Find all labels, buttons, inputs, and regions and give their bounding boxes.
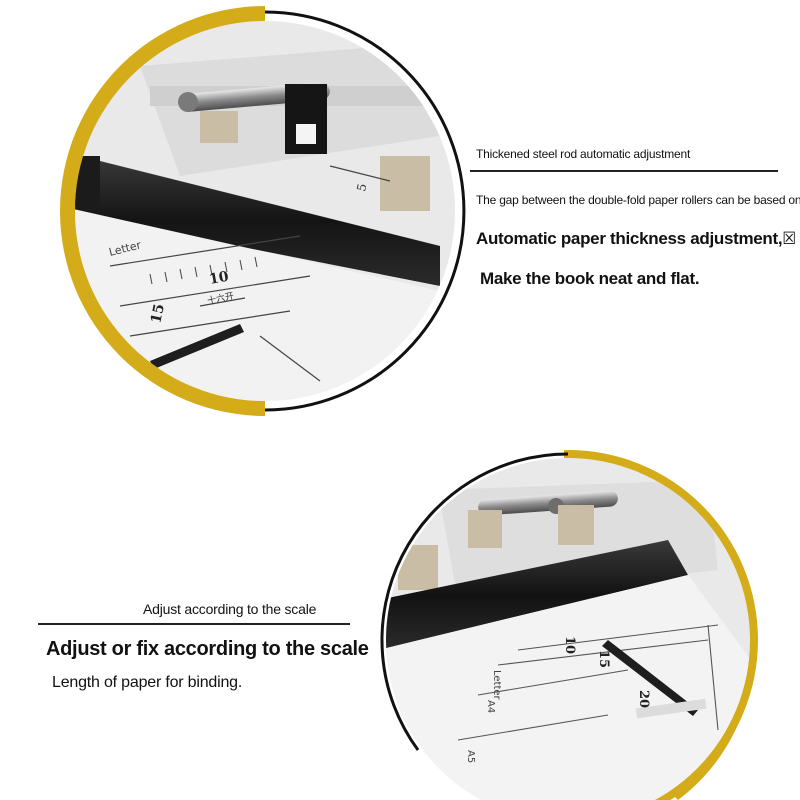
scale-label-20: 20 xyxy=(636,690,651,708)
scale-label-15: 15 xyxy=(596,650,611,668)
scale-label-a4: A4 xyxy=(485,700,496,713)
top-line-2: Automatic paper thickness adjustment,☒ xyxy=(476,229,796,248)
scale-label-10: 10 xyxy=(562,636,577,654)
top-line-3: Make the book neat and flat. xyxy=(480,269,700,288)
bottom-line-1: Adjust or fix according to the scale xyxy=(46,638,369,660)
scale-label-10: 10 xyxy=(208,269,230,288)
top-heading: Thickened steel rod automatic adjustment xyxy=(476,147,691,161)
top-heading-underline xyxy=(470,170,778,172)
bottom-line-2: Length of paper for binding. xyxy=(52,674,243,691)
top-line-1: The gap between the double-fold paper ro… xyxy=(476,193,800,207)
scale-label-15: 15 xyxy=(148,302,168,324)
top-machine-photo: Letter 10 15 5 十六开 xyxy=(60,6,470,416)
scale-label-5: 5 xyxy=(354,182,369,192)
bottom-heading-underline xyxy=(38,623,350,625)
scale-label-a5: A5 xyxy=(465,750,476,763)
scale-label-letter: Letter xyxy=(491,670,502,701)
bottom-heading: Adjust according to the scale xyxy=(143,601,317,617)
bottom-machine-photo: Letter 10 15 20 A4 A5 xyxy=(378,450,788,800)
